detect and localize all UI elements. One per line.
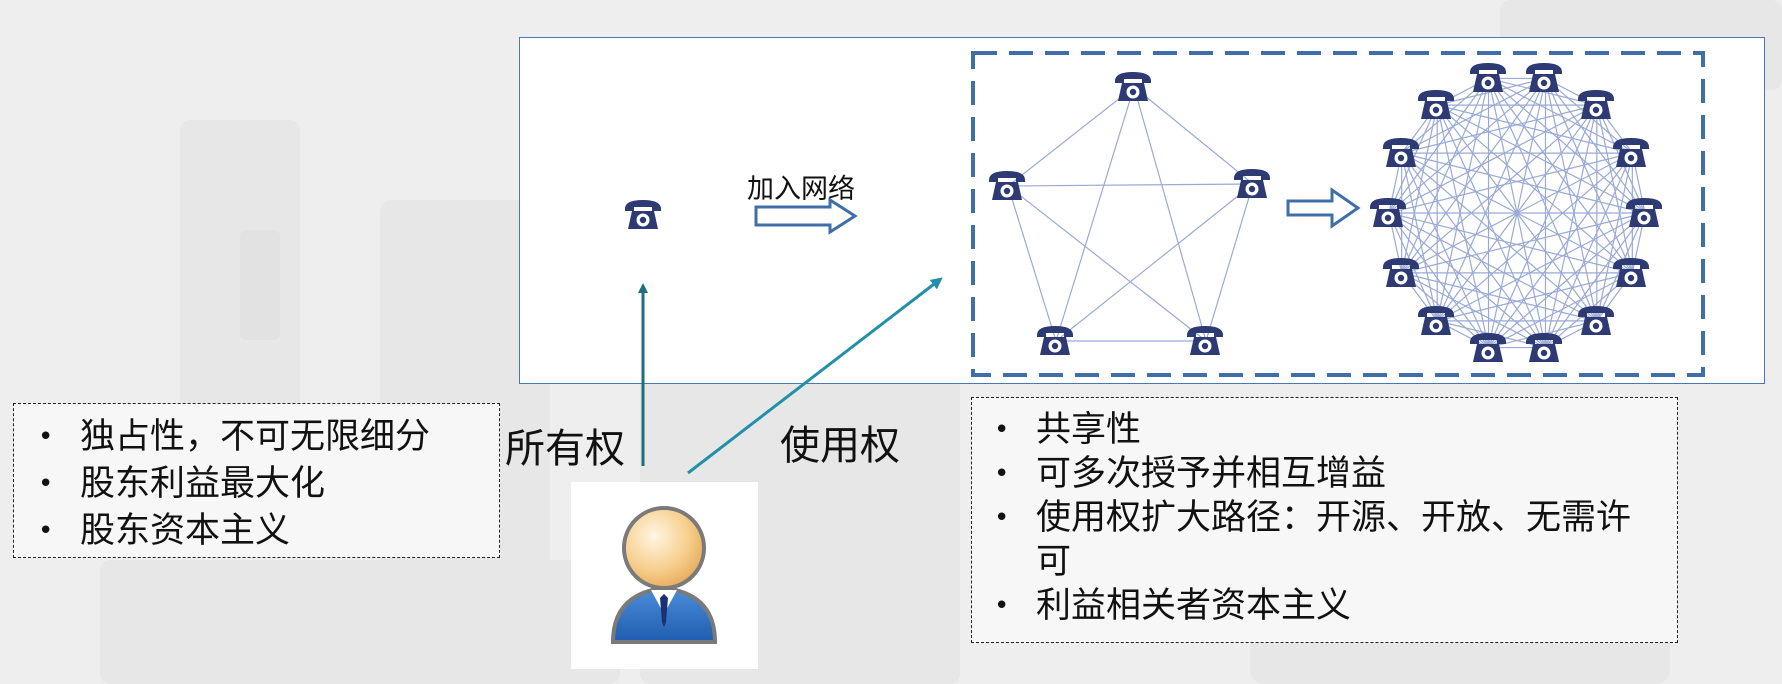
businessman-avatar-icon (610, 506, 718, 644)
user-avatar-card (571, 482, 758, 669)
telephone-icon (1381, 134, 1421, 170)
network-edge (1401, 152, 1438, 322)
network-edge (1437, 104, 1633, 154)
network-edge (1401, 78, 1490, 274)
network-edge (1388, 104, 1598, 214)
network-edge (1388, 212, 1598, 322)
network-edge (1545, 212, 1646, 348)
network-edge (1133, 86, 1207, 342)
network-edge (1401, 152, 1546, 348)
usage-label: 使用权 (780, 423, 900, 469)
network-edge (1401, 104, 1438, 274)
telephone-icon (1576, 86, 1616, 122)
network-edge (1436, 78, 1490, 322)
network-edge (1401, 152, 1646, 214)
network-edge (1388, 78, 1489, 214)
join-network-label: 加入网络 (747, 174, 855, 205)
telephone-icon (1524, 329, 1564, 365)
list-item: 股东利益最大化 (32, 461, 489, 508)
network-edge (1488, 78, 1633, 274)
network-edge (1488, 77, 1633, 154)
network-edge (1401, 152, 1490, 348)
network-edge (1488, 272, 1633, 349)
network-edge (1544, 78, 1598, 322)
telephone-icon (1381, 254, 1421, 290)
network-edge (1545, 78, 1646, 214)
network-edge (1401, 77, 1546, 154)
network-edge (1007, 86, 1135, 187)
telephone-icon (1416, 86, 1456, 122)
network-edge (1436, 104, 1646, 214)
ownership-properties-box: 独占性，不可无限细分 股东利益最大化 股东资本主义 (13, 403, 500, 558)
network-edge (1007, 185, 1057, 342)
network-edge (1544, 104, 1598, 348)
mesh-edges (1388, 77, 1646, 349)
list-item: 使用权扩大路径：开源、开放、无需许可 (988, 496, 1661, 584)
telephone-icon (623, 196, 663, 232)
telephone-icon (1624, 194, 1664, 230)
list-item: 利益相关者资本主义 (988, 584, 1661, 628)
list-item: 股东资本主义 (32, 508, 489, 555)
network-edge (1488, 78, 1646, 214)
telephone-icon (1611, 134, 1651, 170)
telephone-icon (1368, 194, 1408, 230)
network-edge (1436, 104, 1633, 274)
network-edge (1487, 78, 1547, 348)
network-edge (1007, 183, 1254, 187)
telephone-icon (1468, 59, 1508, 95)
network-edge (1401, 78, 1546, 274)
list-item: 独占性，不可无限细分 (32, 414, 489, 461)
network-edge (1436, 212, 1646, 322)
network-edge (1401, 272, 1597, 322)
network-edge (1055, 183, 1254, 342)
list-item: 可多次授予并相互增益 (988, 452, 1661, 496)
network-edge (1205, 183, 1254, 342)
telephone-icon (987, 167, 1027, 203)
network-edge (1436, 104, 1547, 348)
telephone-icon (1185, 322, 1225, 358)
join-network-arrow (754, 197, 858, 235)
expand-network-arrow (1286, 187, 1361, 229)
network-edge (1401, 272, 1546, 349)
network-edge (1436, 104, 1490, 348)
network-edge (1401, 152, 1598, 322)
network-edge (1055, 86, 1135, 342)
network-edge (1388, 212, 1546, 348)
network-edge (1596, 152, 1633, 322)
telephone-icon (1524, 59, 1564, 95)
network-edge (1487, 78, 1598, 322)
telephone-icon (1468, 329, 1508, 365)
telephone-icon (1611, 254, 1651, 290)
network-edge (1488, 152, 1633, 348)
network-graph (754, 51, 1705, 377)
telephone-icon (1232, 165, 1272, 201)
telephone-icon (1113, 68, 1153, 104)
telephone-icon (1416, 302, 1456, 338)
network-edge (1007, 185, 1207, 342)
usage-properties-box: 共享性 可多次授予并相互增益 使用权扩大路径：开源、开放、无需许可 利益相关者资… (971, 397, 1678, 643)
network-edge (1388, 212, 1633, 274)
network-dashed-frame (971, 51, 1705, 377)
network-edge (1133, 86, 1254, 185)
telephone-icon (1035, 322, 1075, 358)
network-edge (1596, 104, 1633, 274)
telephone-icon (1576, 302, 1616, 338)
pentagon-edges (1007, 86, 1254, 342)
list-item: 共享性 (988, 408, 1661, 452)
ownership-label: 所有权 (505, 426, 625, 472)
network-edge (1388, 212, 1489, 348)
